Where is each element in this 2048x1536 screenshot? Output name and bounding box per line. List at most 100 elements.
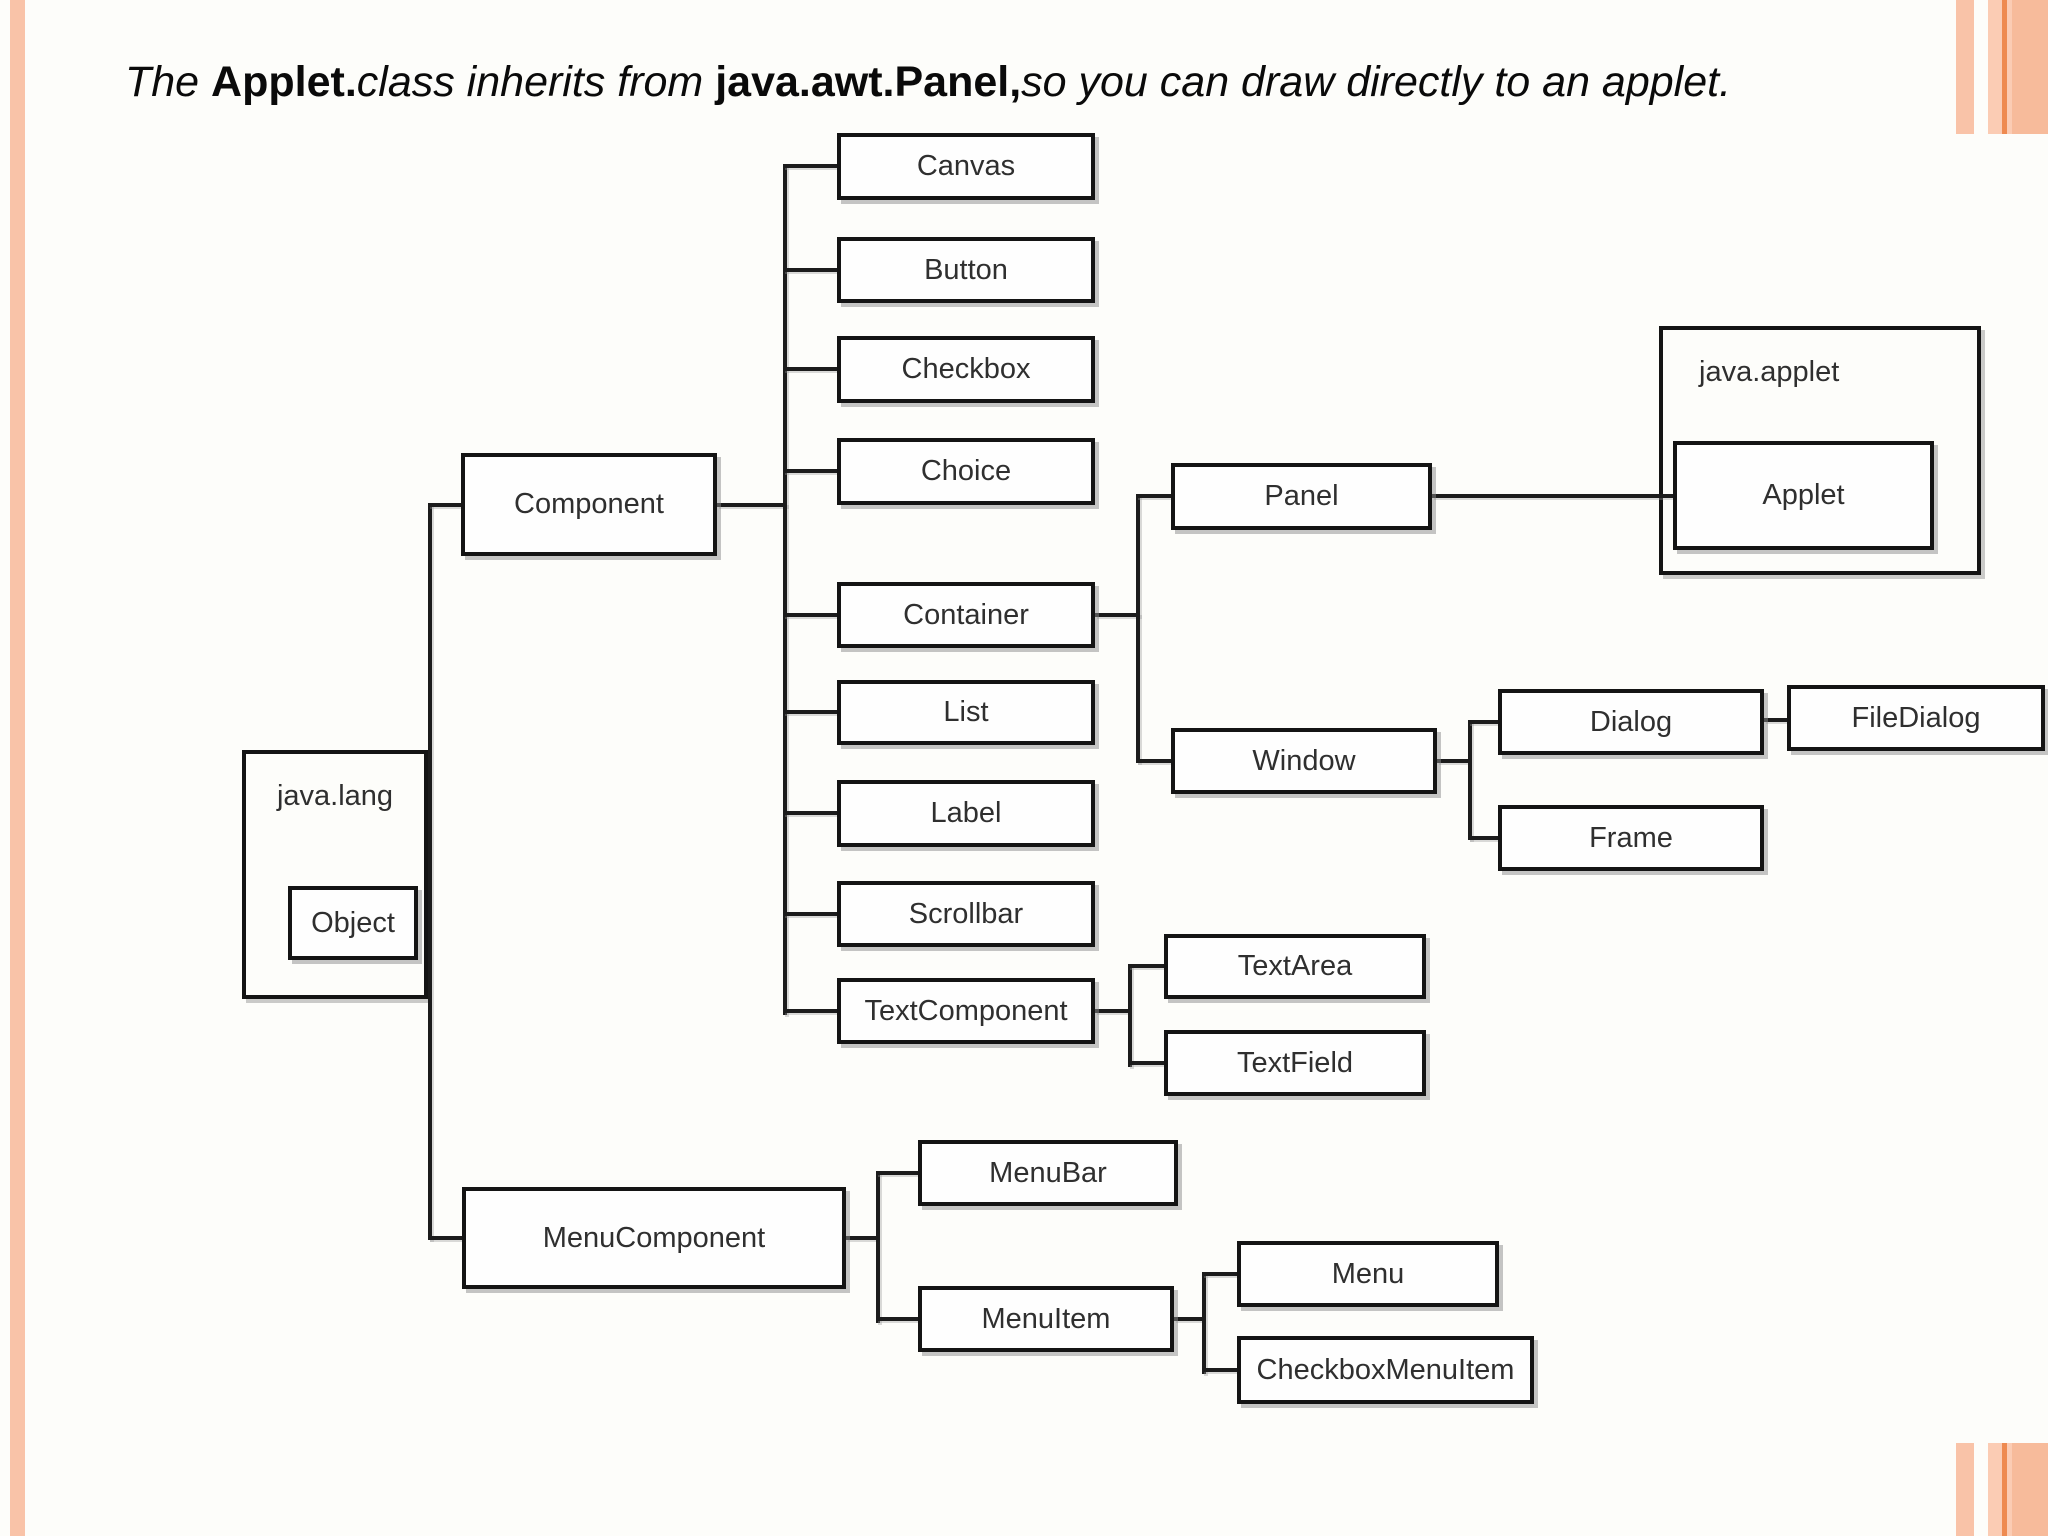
node-filedialog: FileDialog	[1787, 685, 2045, 751]
group-label-java-lang-package: java.lang	[276, 780, 394, 812]
group-label-java-applet-package: java.applet	[1699, 356, 1840, 388]
accent-stripe-block	[1988, 1443, 2048, 1536]
node-label-dialog: Dialog	[1589, 705, 1673, 738]
connector-line	[783, 811, 837, 815]
connector-line	[876, 1171, 880, 1323]
node-label-menuitem: MenuItem	[981, 1302, 1111, 1335]
connector-line	[783, 469, 837, 473]
connector-line	[1136, 759, 1171, 763]
node-object: Object	[288, 886, 418, 960]
accent-stripe-line	[2002, 1443, 2007, 1536]
node-label-object: Object	[311, 906, 395, 939]
connector-line	[876, 1171, 918, 1175]
connector-line	[1128, 964, 1132, 1067]
node-checkboxmenuitem: CheckboxMenuItem	[1237, 1336, 1534, 1404]
accent-stripe-block	[1988, 0, 2048, 134]
connector-line	[1468, 720, 1472, 840]
node-label-textcomponent: TextComponent	[864, 994, 1068, 1027]
connector-line	[1095, 1009, 1130, 1013]
node-textcomponent: TextComponent	[837, 978, 1095, 1044]
node-label-label: Label	[930, 797, 1002, 829]
connector-line	[1136, 494, 1140, 763]
node-label-choice: Choice	[920, 455, 1012, 487]
node-applet: Applet	[1673, 441, 1934, 550]
node-label-button: Button	[924, 253, 1008, 286]
node-frame: Frame	[1498, 805, 1764, 871]
node-label-component: Component	[514, 488, 664, 520]
connector-line	[1095, 613, 1140, 617]
title-segment: Applet.	[211, 58, 357, 106]
node-label-menubar: MenuBar	[989, 1156, 1107, 1189]
connector-line	[783, 268, 837, 272]
node-checkbox: Checkbox	[837, 336, 1095, 403]
connector-line	[1128, 1061, 1164, 1065]
connector-line	[783, 367, 837, 371]
node-list: List	[837, 680, 1095, 745]
connector-line	[876, 1317, 918, 1321]
node-menubar: MenuBar	[918, 1140, 1178, 1206]
accent-stripe-line	[2002, 0, 2007, 134]
node-panel: Panel	[1171, 463, 1432, 530]
group-java-lang-package: java.lang	[242, 750, 428, 999]
connector-line	[1437, 759, 1470, 763]
connector-line	[783, 710, 837, 714]
connector-line	[1202, 1272, 1237, 1276]
node-label-container: Container	[903, 598, 1029, 631]
node-scrollbar: Scrollbar	[837, 881, 1095, 947]
connector-line	[1174, 1317, 1204, 1321]
node-label-textfield: TextField	[1236, 1046, 1354, 1079]
node-menu: Menu	[1237, 1241, 1499, 1307]
left-accent-stripe	[10, 0, 25, 1536]
node-label: Label	[837, 780, 1095, 847]
accent-stripe-deep	[2012, 1443, 2048, 1536]
connector-line	[428, 1236, 462, 1240]
connector-line	[1432, 494, 1675, 498]
node-label-window: Window	[1252, 744, 1356, 777]
accent-stripe-thin	[1956, 1443, 1974, 1536]
node-button: Button	[837, 237, 1095, 303]
connector-line	[1202, 1368, 1237, 1372]
node-menuitem: MenuItem	[918, 1286, 1174, 1352]
connector-line	[1468, 836, 1498, 840]
connector-line	[783, 912, 837, 916]
title-segment: so you can draw directly to an applet.	[1021, 58, 1732, 106]
node-label-menucomponent: MenuComponent	[542, 1221, 766, 1254]
node-canvas: Canvas	[837, 133, 1095, 200]
node-menucomponent: MenuComponent	[462, 1187, 846, 1289]
node-label-applet: Applet	[1762, 479, 1845, 511]
connector-line	[1202, 1272, 1206, 1374]
node-choice: Choice	[837, 438, 1095, 505]
connector-line	[717, 503, 787, 507]
connector-line	[783, 613, 837, 617]
accent-stripe-thin	[1956, 0, 1974, 134]
node-dialog: Dialog	[1498, 689, 1764, 755]
node-label-checkboxmenuitem: CheckboxMenuItem	[1256, 1353, 1515, 1386]
accent-stripe-deep	[2012, 0, 2048, 134]
node-textfield: TextField	[1164, 1030, 1426, 1096]
slide-title: The Applet.class inherits from java.awt.…	[125, 58, 1925, 107]
node-label-textarea: TextArea	[1237, 950, 1353, 982]
title-segment: java.awt.Panel,	[715, 58, 1022, 106]
node-window: Window	[1171, 728, 1437, 794]
node-label-list: List	[943, 696, 989, 728]
node-textarea: TextArea	[1164, 934, 1426, 999]
connector-line	[783, 164, 787, 1015]
connector-line	[783, 1009, 837, 1013]
node-label-scrollbar: Scrollbar	[908, 897, 1024, 930]
connector-line	[428, 503, 461, 507]
connector-line	[428, 503, 432, 1240]
connector-line	[1468, 720, 1498, 724]
connector-line	[846, 1236, 878, 1240]
node-label-panel: Panel	[1264, 480, 1339, 512]
node-label-checkbox: Checkbox	[901, 353, 1031, 385]
connector-line	[783, 164, 837, 168]
node-label-filedialog: FileDialog	[1851, 701, 1981, 734]
node-container: Container	[837, 582, 1095, 648]
title-segment: The	[125, 58, 212, 106]
connector-line	[1136, 494, 1171, 498]
connector-line	[1128, 964, 1164, 968]
title-segment: class inherits from	[356, 58, 716, 106]
node-label-menu: Menu	[1331, 1257, 1405, 1290]
connector-line	[1764, 718, 1787, 722]
